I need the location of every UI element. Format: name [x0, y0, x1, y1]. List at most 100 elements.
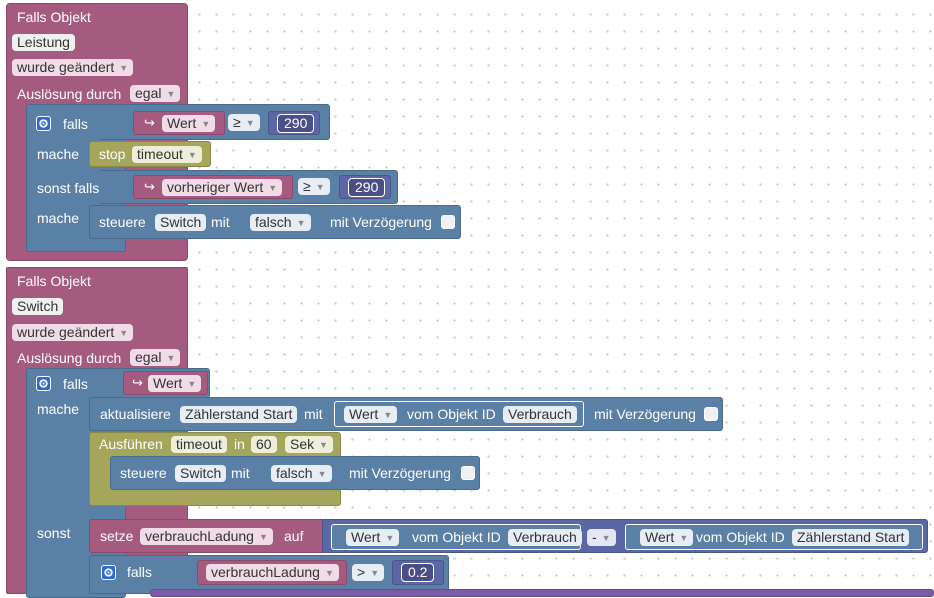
minus-b-value: Wert: [645, 529, 675, 545]
get-value-dropdown[interactable]: Wert ▼: [344, 406, 398, 423]
get-value: Wert: [349, 406, 379, 422]
control-with-label: mit: [211, 214, 230, 230]
partial-block-bottom[interactable]: [150, 589, 934, 597]
chevron-down-icon: ▼: [315, 182, 325, 192]
number-block[interactable]: 290: [268, 111, 320, 135]
minus-op-dropdown[interactable]: -▼: [587, 529, 616, 546]
chevron-down-icon: ▼: [258, 532, 268, 542]
delay-checkbox[interactable]: [441, 215, 455, 229]
chevron-down-icon: ▼: [245, 118, 255, 128]
event-trigger-dropdown[interactable]: wurde geändert▼: [12, 59, 134, 76]
chevron-down-icon: ▼: [601, 533, 611, 543]
update-label: aktualisiere: [100, 406, 171, 422]
gear-icon[interactable]: [101, 565, 116, 580]
update-block[interactable]: aktualisiere Zählerstand Start mit Wert ▼…: [89, 397, 723, 431]
var-prev-value: vorheriger Wert: [167, 179, 264, 195]
stop-label: stop: [99, 146, 126, 162]
inner-control-label: steuere: [120, 465, 167, 481]
update-delay-checkbox[interactable]: [704, 407, 718, 421]
get-value-block[interactable]: Wert ▼ vom Objekt ID Verbrauch: [334, 401, 584, 427]
inner-control-value-dropdown[interactable]: falsch▼: [271, 465, 332, 482]
chevron-down-icon: ▼: [187, 150, 197, 160]
variable-arrow-icon: ↪: [132, 375, 143, 390]
update-object-field[interactable]: Zählerstand Start: [180, 406, 298, 423]
minus-a-value-dropdown[interactable]: Wert▼: [346, 529, 400, 546]
number-block-2[interactable]: 290: [339, 175, 391, 199]
if-block-3[interactable]: falls verbrauchLadung▼ >▼ 0.2: [89, 555, 449, 594]
chevron-down-icon: ▼: [166, 89, 176, 99]
number-input-2[interactable]: 290: [348, 178, 386, 197]
if2-op-value: >: [357, 564, 366, 580]
minus-b-source[interactable]: Zählerstand Start: [792, 529, 910, 546]
event-object-field[interactable]: Leistung: [12, 34, 75, 51]
minus-a-block[interactable]: Wert▼ vom Objekt ID Verbrauch: [331, 524, 582, 550]
inner-control-block[interactable]: steuere Switch mit falsch▼ mit Verzögeru…: [110, 456, 480, 490]
trigger-by-dropdown[interactable]: egal▼: [130, 349, 181, 366]
if-label: falls: [63, 376, 88, 392]
chevron-down-icon: ▼: [317, 469, 327, 479]
var-prev-dropdown[interactable]: vorheriger Wert ▼: [162, 179, 283, 196]
exec-unit-dropdown[interactable]: Sek▼: [285, 436, 334, 453]
if2-op-dropdown[interactable]: >▼: [352, 564, 385, 581]
minus-a-of: vom Objekt ID: [412, 529, 501, 545]
event-trigger-dropdown[interactable]: wurde geändert▼: [12, 324, 134, 341]
minus-b-value-dropdown[interactable]: Wert▼: [640, 529, 694, 546]
minus-b-block[interactable]: Wert▼ vom Objekt ID Zählerstand Start: [625, 524, 923, 550]
minus-a-source[interactable]: Verbrauch: [508, 529, 582, 546]
gear-icon[interactable]: [36, 376, 51, 391]
update-with-label: mit: [304, 406, 323, 422]
exec-num-field[interactable]: 60: [251, 436, 277, 453]
compare-op2-dropdown[interactable]: ≥▼: [298, 178, 330, 195]
var-wert-dropdown[interactable]: Wert▼: [162, 115, 216, 132]
chevron-down-icon: ▼: [370, 568, 380, 578]
number-input[interactable]: 290: [277, 114, 315, 133]
minus-op-value: -: [592, 529, 597, 545]
control-value: falsch: [255, 214, 292, 230]
chevron-down-icon: ▼: [268, 183, 278, 193]
trigger-by-dropdown[interactable]: egal ▼: [130, 85, 181, 102]
event-trigger-value: wurde geändert: [17, 324, 115, 340]
trigger-by-label: Auslösung durch: [17, 350, 122, 366]
if2-var-block[interactable]: verbrauchLadung▼: [197, 560, 347, 585]
control-switch-block[interactable]: steuere Switch mit falsch▼ mit Verzögeru…: [89, 205, 461, 239]
stop-timer-block[interactable]: stop timeout▼: [89, 141, 211, 167]
event-object-field[interactable]: Switch: [12, 298, 64, 315]
if2-number-block[interactable]: 0.2: [392, 560, 444, 585]
do-label: mache: [37, 146, 80, 162]
do2-label: mache: [37, 210, 80, 226]
var-wert-block[interactable]: ↪ Wert▼: [133, 111, 225, 135]
event-header: Falls Objekt: [17, 273, 91, 289]
if2-var-dropdown[interactable]: verbrauchLadung▼: [206, 564, 339, 581]
if2-number-input[interactable]: 0.2: [401, 563, 435, 582]
set-variable-block[interactable]: setze verbrauchLadung▼ auf: [89, 519, 334, 553]
var-wert-dropdown-2[interactable]: Wert▼: [148, 375, 202, 392]
set-var-dropdown[interactable]: verbrauchLadung ▼: [140, 528, 273, 545]
event-header: Falls Objekt: [17, 9, 91, 25]
chevron-down-icon: ▼: [296, 218, 306, 228]
gear-icon[interactable]: [36, 116, 51, 131]
inner-delay-checkbox[interactable]: [461, 466, 475, 480]
subtract-block[interactable]: Wert▼ vom Objekt ID Verbrauch -▼ Wert▼ v…: [322, 519, 928, 553]
update-delay-label: mit Verzögerung: [594, 406, 696, 422]
set-to-label: auf: [284, 528, 304, 544]
var-wert-block-2[interactable]: ↪ Wert▼: [123, 371, 208, 395]
control-value-dropdown[interactable]: falsch ▼: [250, 214, 311, 231]
trigger-by-value: egal: [135, 85, 162, 101]
inner-control-object[interactable]: Switch: [175, 465, 227, 482]
chevron-down-icon: ▼: [383, 410, 393, 420]
do-label: mache: [37, 401, 80, 417]
get-of-label: vom Objekt ID: [407, 406, 496, 422]
compare-op-dropdown[interactable]: ≥▼: [228, 114, 260, 131]
exec-name-field[interactable]: timeout: [171, 436, 227, 453]
control-object-field[interactable]: Switch: [155, 214, 207, 231]
get-source-field[interactable]: Verbrauch: [503, 406, 577, 423]
trigger-by-label: Auslösung durch: [17, 86, 122, 102]
stop-timer-dropdown[interactable]: timeout▼: [132, 146, 202, 163]
control-label: steuere: [99, 214, 146, 230]
chevron-down-icon: ▼: [187, 379, 197, 389]
inner-control-delay: mit Verzögerung: [349, 465, 451, 481]
var-prev-block[interactable]: ↪ vorheriger Wert▼: [133, 175, 293, 199]
chevron-down-icon: ▼: [319, 440, 329, 450]
set-var-value: verbrauchLadung: [145, 528, 254, 544]
minus-a-value: Wert: [351, 529, 381, 545]
